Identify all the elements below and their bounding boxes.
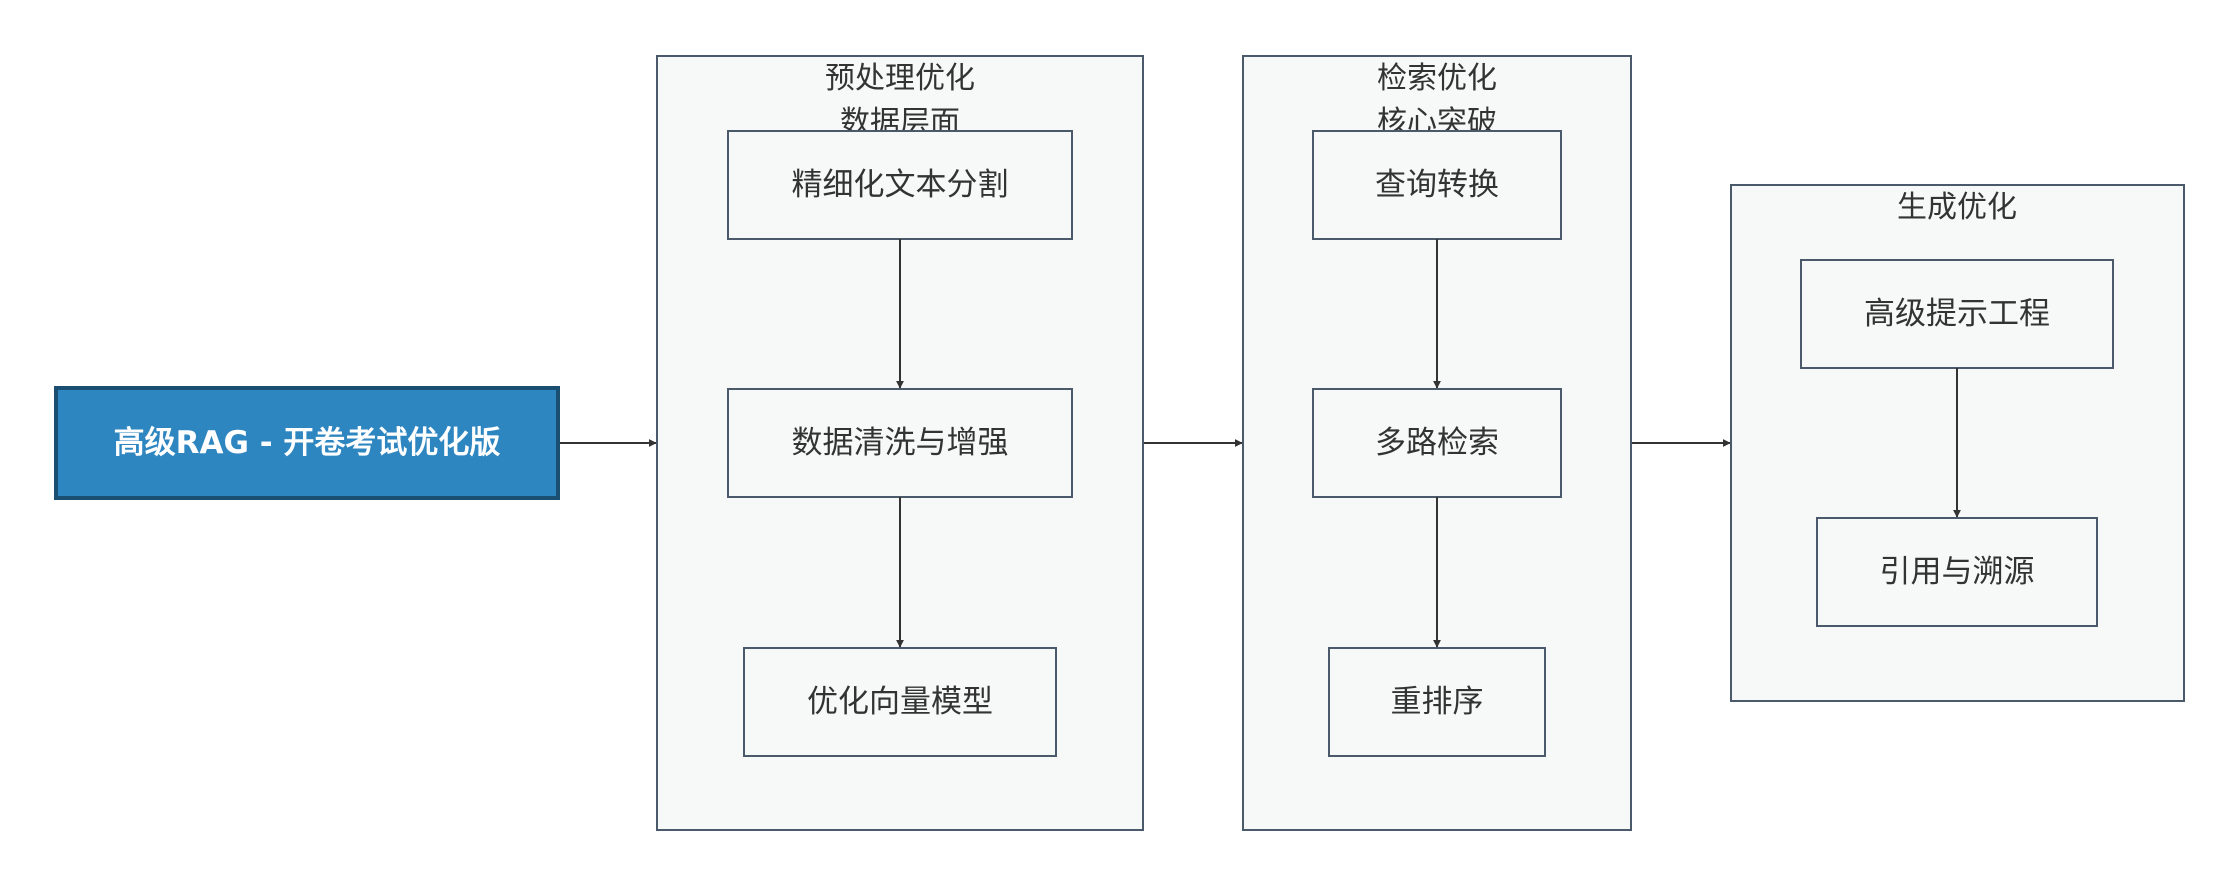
group-preprocess-title-line1: 预处理优化: [825, 61, 975, 96]
start-node-label: 高级RAG - 开卷考试优化版: [114, 425, 501, 461]
node-rerank[interactable]: 重排序: [1391, 684, 1484, 720]
node-citation[interactable]: 引用与溯源: [1880, 554, 2035, 590]
start-node[interactable]: 高级RAG - 开卷考试优化版: [54, 386, 560, 500]
node-fine-text-split[interactable]: 精细化文本分割: [792, 167, 1009, 203]
node-rerank-box: [1328, 647, 1546, 757]
group-retrieval: 检索优化 核心突破 查询转换 多路检索 重排序: [1242, 55, 1632, 831]
group-generation: 生成优化 高级提示工程 引用与溯源: [1730, 184, 2185, 702]
node-embedding-model-box: [743, 647, 1057, 757]
node-query-transform-box: [1312, 130, 1562, 240]
group-retrieval-title-line1: 检索优化: [1377, 61, 1497, 96]
node-embedding-model[interactable]: 优化向量模型: [807, 684, 993, 720]
start-node-box: [54, 386, 560, 500]
node-data-clean-box: [727, 388, 1073, 498]
node-citation-box: [1816, 517, 2098, 627]
node-query-transform[interactable]: 查询转换: [1375, 167, 1499, 203]
node-multi-retrieval-box: [1312, 388, 1562, 498]
group-generation-title-line1: 生成优化: [1897, 190, 2017, 225]
group-preprocess: 预处理优化 数据层面 精细化文本分割 数据清洗与增强 优化向量模型: [656, 55, 1144, 831]
node-multi-retrieval[interactable]: 多路检索: [1375, 425, 1499, 461]
node-prompt-engineering[interactable]: 高级提示工程: [1864, 296, 2050, 332]
node-data-clean[interactable]: 数据清洗与增强: [792, 425, 1009, 461]
node-prompt-engineering-box: [1800, 259, 2114, 369]
node-fine-text-split-box: [727, 130, 1073, 240]
